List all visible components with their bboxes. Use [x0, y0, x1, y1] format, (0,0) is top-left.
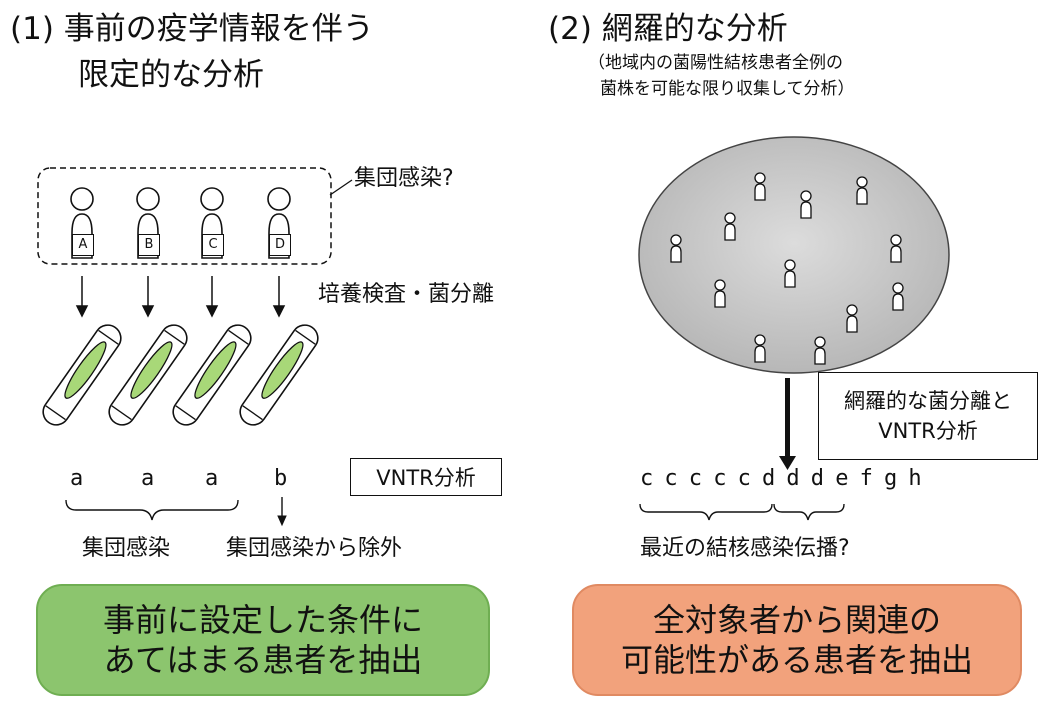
left-title-line2: 限定的な分析: [78, 57, 264, 93]
right-vntr-result: d: [810, 466, 825, 491]
left-title-line1: (1) 事前の疫学情報を伴う: [10, 11, 374, 47]
right-vntr-result: c: [688, 466, 703, 491]
cluster-brace: [65, 499, 239, 521]
analysis-line1: 網羅的な菌分離と: [844, 388, 1012, 413]
excluded-arrow: [277, 497, 287, 527]
left-conclusion-box: 事前に設定した条件に あてはまる患者を抽出: [36, 584, 490, 696]
right-vntr-result: d: [786, 466, 800, 491]
culture-arrows: [75, 276, 286, 318]
culture-tube-4: [239, 324, 319, 426]
right-title: (2) 網羅的な分析: [548, 11, 788, 47]
culture-tube-1: [42, 324, 122, 426]
population-patient: [670, 234, 682, 263]
right-conclusion-line1: 全対象者から関連の: [652, 601, 941, 639]
patient-label-a: A: [72, 234, 94, 256]
analysis-arrow: [779, 378, 796, 470]
vntr-result-2: a: [141, 466, 155, 491]
right-conclusion-box: 全対象者から関連の 可能性がある患者を抽出: [572, 584, 1022, 696]
vntr-analysis-box: VNTR分析: [350, 458, 502, 496]
analysis-line2: VNTR分析: [878, 419, 978, 443]
population-patient: [814, 336, 826, 365]
population-patient: [846, 304, 858, 333]
right-subtitle-line1: （地域内の菌陽性結核患者全例の: [588, 53, 843, 73]
population-patients: [670, 172, 904, 365]
transmission-label: 最近の結核感染伝播?: [640, 536, 850, 561]
group-dashed-box: [37, 167, 332, 265]
vntr-result-1: a: [70, 466, 84, 491]
population-patient: [754, 334, 766, 363]
patient-label-d: D: [269, 234, 291, 256]
right-vntr-result: g: [884, 466, 898, 491]
population-patient: [890, 234, 902, 263]
group-infection-label: 集団感染?: [354, 166, 454, 191]
transmission-brace-1: [639, 503, 773, 521]
transmission-brace-2: [773, 503, 845, 521]
left-conclusion-line2: あてはまる患者を抽出: [103, 641, 423, 679]
cluster-label: 集団感染: [82, 536, 171, 561]
population-ellipse: [638, 136, 950, 374]
right-vntr-result: c: [664, 466, 678, 491]
right-vntr-result: c: [713, 466, 727, 491]
excluded-label: 集団感染から除外: [226, 536, 403, 561]
right-vntr-result: h: [908, 466, 922, 491]
right-vntr-result: f: [859, 466, 873, 491]
left-conclusion-line1: 事前に設定した条件に: [102, 601, 423, 639]
group-label-pointer: [329, 179, 353, 196]
patient-label-b: B: [138, 234, 160, 256]
patient-label-c: C: [202, 234, 224, 256]
population-patient: [754, 172, 766, 201]
population-patient: [714, 279, 726, 308]
right-subtitle-line2: 菌株を可能な限り収集して分析）: [600, 79, 855, 99]
population-patient: [784, 259, 796, 288]
culture-label: 培養検査・菌分離: [318, 282, 495, 307]
right-vntr-result: d: [762, 466, 776, 491]
right-vntr-result: e: [835, 466, 849, 491]
right-conclusion-line2: 可能性がある患者を抽出: [620, 641, 973, 679]
right-vntr-result: c: [737, 466, 751, 491]
vntr-result-4: b: [274, 466, 288, 491]
vntr-result-3: a: [205, 466, 219, 491]
population-patient: [800, 190, 812, 219]
population-patient: [724, 212, 736, 241]
right-vntr-result: c: [640, 466, 654, 491]
population-patient: [856, 176, 868, 205]
culture-tube-2: [108, 324, 188, 426]
comprehensive-analysis-box: 網羅的な菌分離と VNTR分析: [818, 372, 1038, 460]
culture-tube-3: [172, 324, 252, 426]
population-patient: [892, 282, 904, 311]
